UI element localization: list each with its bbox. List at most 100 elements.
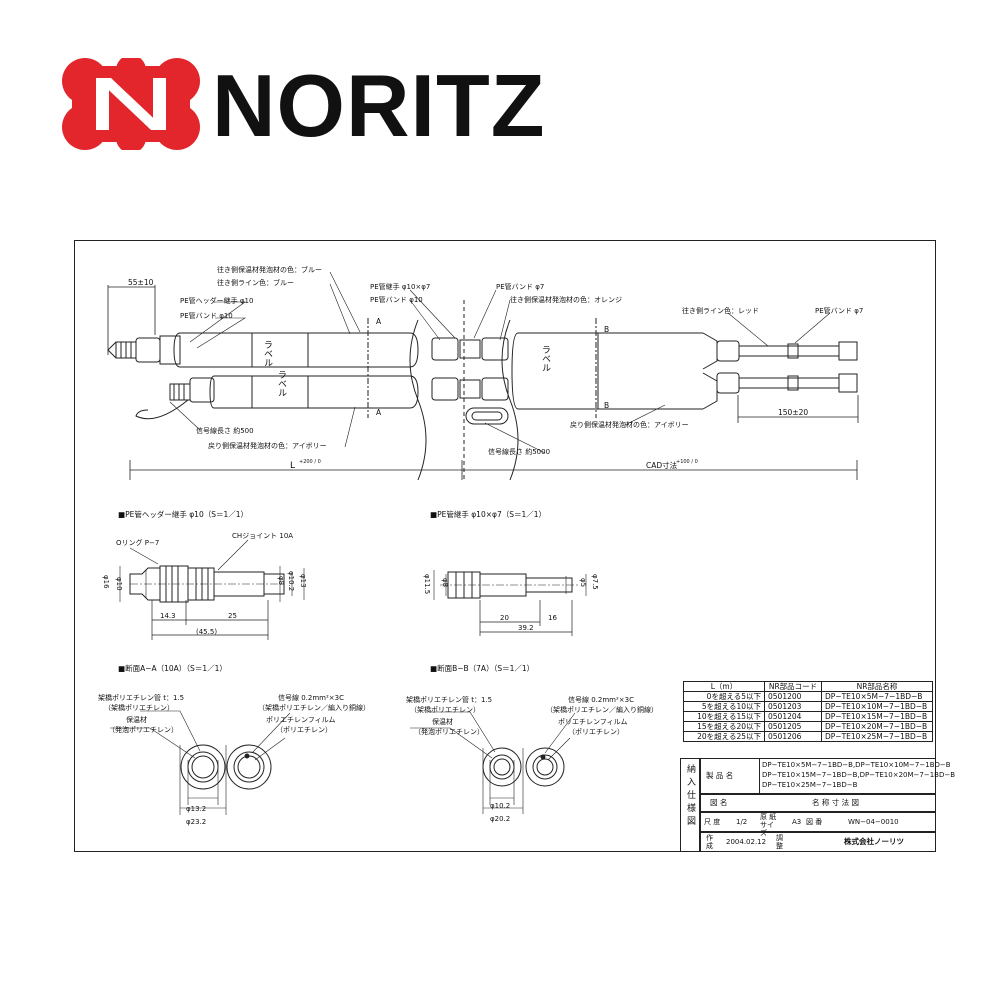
label-out-line: 往き側ライン色：ブルー	[217, 279, 294, 287]
sectionB-pipe2: （架橋ポリエチレン）	[410, 706, 480, 714]
sectionB-sig2: （架橋ポリエチレン／編入り銅線）	[546, 706, 658, 714]
table-cell: 5を超える10以下	[683, 701, 765, 712]
table-cell: DP−TE10×10M−7−1BD−B	[821, 701, 933, 712]
tb-scale-label: 尺 度	[704, 818, 721, 826]
supply-pipe-assembly	[107, 332, 419, 368]
dim-d8: φ8	[277, 576, 285, 586]
dim-d115: φ11.5	[423, 574, 431, 595]
dim-d5: φ5	[579, 578, 587, 588]
sectionA-pipe: 架橋ポリエチレン管 t：1.5	[98, 694, 185, 702]
tb-row-scale	[700, 812, 936, 832]
detail1-title: ■PE管ヘッダー継手 φ10（S＝1／1）	[118, 510, 249, 519]
tb-row-drawing	[700, 794, 936, 812]
sectionA-ins2: （発泡ポリエチレン）	[108, 726, 178, 734]
tb-check-label: 調 整	[776, 834, 783, 850]
tb-company: 株式会社ノーリツ	[844, 837, 904, 846]
table-header-row: L（m） NR部品コード NR部品名称	[683, 681, 933, 692]
brand-name: NORITZ	[212, 56, 546, 155]
label-sticker-1: ラベル	[262, 340, 272, 367]
table-row: 15を超える20以下 0501205 DP−TE10×20M−7−1BD−B	[683, 721, 933, 732]
part-code-table: L（m） NR部品コード NR部品名称 0を超える5以下 0501200 DP−…	[683, 681, 933, 742]
dim-20: 20	[500, 614, 509, 622]
title-block-side-text: 納入仕様図	[685, 764, 695, 829]
label-ret-foam-orange: 往き側保温材発泡材の色：オレンジ	[510, 296, 622, 304]
tb-product-label: 製 品 名	[706, 771, 734, 780]
noritz-logo-mark	[62, 58, 200, 150]
sectionA-film2: （ポリエチレン）	[276, 726, 332, 734]
label-joint-10x7: PE管継手 φ10×φ7	[370, 283, 431, 291]
sectionB-pipe: 架橋ポリエチレン管 t：1.5	[406, 696, 493, 704]
tb-product-1: DP−TE10×5M−7−1BD−B,DP−TE10×10M−7−1BD−B	[762, 761, 951, 769]
dim-d13: φ13	[299, 574, 307, 588]
tb-product-3: DP−TE10×25M−7−1BD−B	[762, 781, 858, 789]
sectionA-ins: 保温材	[126, 716, 147, 724]
header-joint-detail	[119, 539, 305, 640]
table-header: NR部品コード	[764, 681, 822, 692]
joint-10x7-upper	[431, 337, 509, 361]
tb-paper-label: 原 紙 サイズ	[760, 813, 777, 837]
table-row: 5を超える10以下 0501203 DP−TE10×10M−7−1BD−B	[683, 701, 933, 712]
sectionA-sig: 信号線 0.2mm²×3C	[278, 694, 345, 702]
dim-d102b: φ10.2	[490, 802, 511, 810]
dim-455: (45.5)	[196, 628, 218, 636]
label-band-7b: PE管バンド φ7	[815, 307, 864, 315]
dim-d232: φ23.2	[186, 818, 207, 826]
table-cell: DP−TE10×5M−7−1BD−B	[821, 691, 933, 702]
table-row: 20を超える25以下 0501206 DP−TE10×25M−7−1BD−B	[683, 731, 933, 742]
label-sticker-2: ラベル	[276, 370, 286, 397]
joint-10x7-lower	[431, 377, 509, 401]
tb-made-label: 作 成	[706, 834, 713, 850]
right-7a-pipes	[511, 332, 858, 410]
table-cell: DP−TE10×15M−7−1BD−B	[821, 711, 933, 722]
label-out-foam: 往き側保温材発泡材の色：ブルー	[217, 266, 322, 274]
section-mark-b-top: B	[604, 325, 610, 334]
dim-55: 55±10	[128, 278, 154, 287]
section-mark-b-bottom: B	[604, 401, 610, 410]
table-cell: 0501206	[764, 731, 822, 742]
label-ret-foam-ivory-2: 戻り側保温材発泡材の色：アイボリー	[570, 421, 689, 429]
tb-date: 2004.02.12	[726, 838, 767, 846]
label-band-10: PE管バンド φ10	[180, 312, 233, 320]
label-band-10b: PE管バンド φ10	[370, 296, 423, 304]
label-ret-foam-ivory: 戻り側保温材発泡材の色：アイボリー	[208, 442, 327, 450]
detail2-title: ■PE管継手 φ10×φ7（S＝1／1）	[430, 510, 547, 519]
dim-392: 39.2	[518, 624, 534, 632]
pe-joint-detail	[433, 570, 587, 636]
dim-d10: φ10	[115, 577, 123, 591]
dim-d8b: φ8	[441, 578, 449, 588]
label-out-red: 往き側ライン色：レッド	[682, 307, 759, 315]
section-a-a	[110, 710, 291, 815]
tb-product-divider	[700, 758, 760, 794]
sectionB-film2: （ポリエチレン）	[568, 728, 624, 736]
tb-drawing-label: 図 名	[710, 798, 728, 807]
section-mark-a-top: A	[376, 317, 382, 326]
table-row: 0を超える5以下 0501200 DP−TE10×5M−7−1BD−B	[683, 691, 933, 702]
drawing-sheet	[74, 240, 936, 852]
sectionA-title: ■断面A−A（10A）（S＝1／1）	[118, 664, 227, 673]
dim-cad-tol: +100 / 0	[676, 459, 698, 465]
sectionB-film: ポリエチレンフィルム	[558, 718, 628, 726]
dim-d132: φ13.2	[186, 805, 207, 813]
dim-d16: φ16	[102, 575, 110, 589]
tb-dwgno-label: 図 番	[806, 818, 823, 826]
dim-16: 16	[548, 614, 557, 622]
dim-150: 150±20	[778, 408, 809, 417]
title-block-side	[680, 758, 700, 852]
sectionB-sig: 信号線 0.2mm²×3C	[568, 696, 635, 704]
dim-l-tol: +200 / 0	[299, 459, 321, 465]
dim-cad: CAD寸法	[646, 461, 678, 470]
dim-25: 25	[228, 612, 237, 620]
dim-d202: φ20.2	[490, 815, 511, 823]
section-b-b	[410, 711, 576, 814]
sectionA-pipe2: （架橋ポリエチレン）	[104, 704, 174, 712]
label-sig-5000: 信号線長さ 約5000	[488, 448, 551, 456]
table-cell: 15を超える20以下	[683, 721, 765, 732]
sectionB-ins2: （発泡ポリエチレン）	[414, 728, 484, 736]
tb-drawing-name: 名 称 寸 法 図	[812, 798, 860, 807]
section-mark-a-bottom: A	[376, 408, 382, 417]
tb-row-made	[700, 832, 936, 852]
tb-dwgno: WN−04−0010	[848, 818, 899, 826]
table-cell: 0501203	[764, 701, 822, 712]
table-cell: 0501205	[764, 721, 822, 732]
